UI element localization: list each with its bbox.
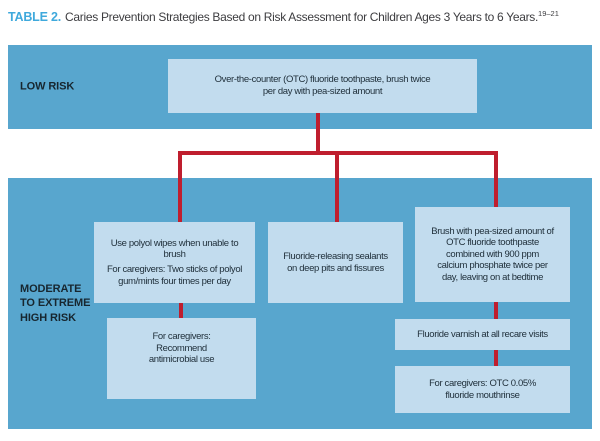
low-risk-label: LOW RISK [20, 80, 75, 93]
otc-toothpaste-box: Over-the-counter (OTC) fluoride toothpas… [168, 59, 477, 113]
page-title: TABLE 2.Caries Prevention Strategies Bas… [8, 9, 559, 24]
connector-right-column-line-1 [494, 301, 498, 319]
polyol-wipes-text: Use polyol wipes when unable to brush [110, 237, 239, 261]
brush-calcium-phosphate-box: Brush with pea-sized amount of OTC fluor… [415, 207, 570, 302]
antimicrobial-text: For caregivers: Recommend antimicrobial … [148, 331, 215, 366]
fluoride-mouthrinse-box: For caregivers: OTC 0.05% fluoride mouth… [395, 366, 570, 413]
moderate-high-risk-label: MODERATE TO EXTREME HIGH RISK [20, 282, 91, 324]
fluoride-mouthrinse-text: For caregivers: OTC 0.05% fluoride mouth… [429, 377, 536, 401]
connector-stem-line [316, 112, 320, 155]
connector-drop-middle-line [335, 151, 339, 222]
connector-right-column-line-2 [494, 350, 498, 366]
fluoride-sealants-box: Fluoride-releasing sealants on deep pits… [268, 222, 403, 303]
brush-calcium-phosphate-text: Brush with pea-sized amount of OTC fluor… [431, 225, 554, 283]
fluoride-varnish-box: Fluoride varnish at all recare visits [395, 319, 570, 350]
polyol-caregivers-text: For caregivers: Two sticks of polyol gum… [106, 264, 243, 287]
title-reference: 19–21 [538, 9, 559, 18]
table-number-label: TABLE 2. [8, 10, 62, 24]
connector-drop-right-line [494, 151, 498, 208]
fluoride-sealants-text: Fluoride-releasing sealants on deep pits… [283, 250, 388, 274]
connector-drop-left-line [178, 151, 182, 222]
polyol-wipes-box: Use polyol wipes when unable to brush Fo… [94, 222, 255, 303]
antimicrobial-box: For caregivers: Recommend antimicrobial … [107, 318, 256, 399]
otc-toothpaste-text: Over-the-counter (OTC) fluoride toothpas… [214, 74, 431, 97]
fluoride-varnish-text: Fluoride varnish at all recare visits [417, 328, 548, 340]
connector-left-column-line [179, 302, 183, 319]
title-text: Caries Prevention Strategies Based on Ri… [65, 10, 539, 24]
